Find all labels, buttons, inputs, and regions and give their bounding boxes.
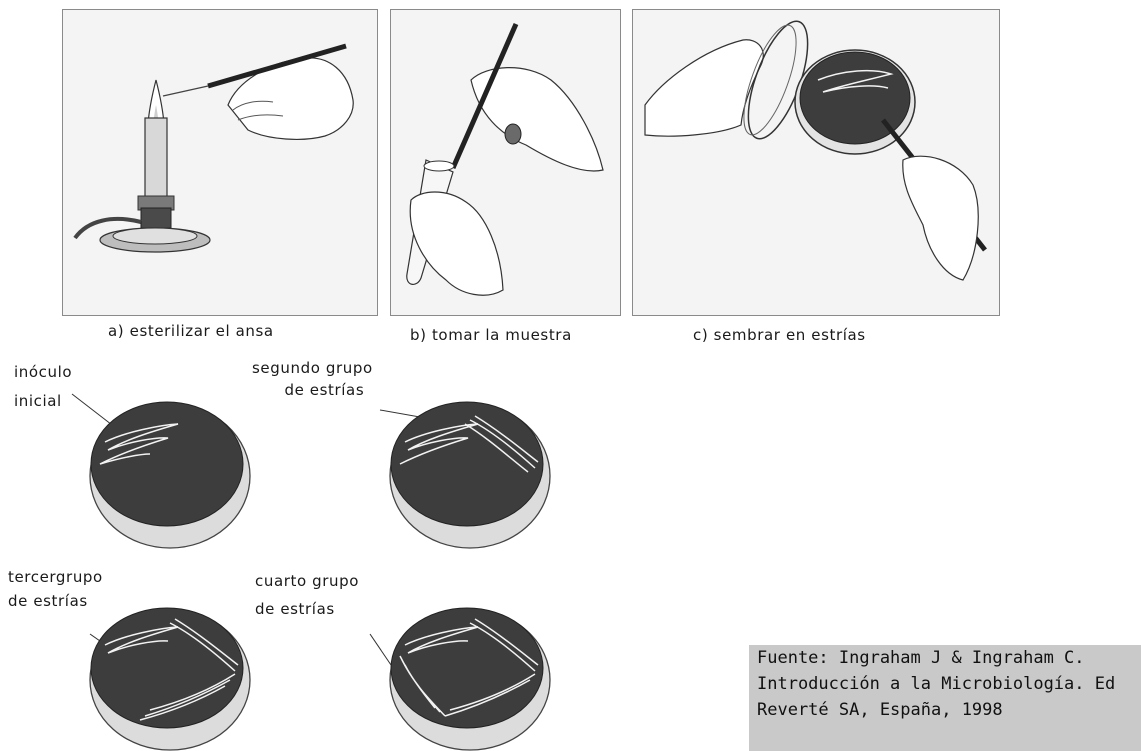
label-second-streak-group: segundo grupo de estrías	[252, 357, 373, 401]
source-line-1: Fuente: Ingraham J & Ingraham C.	[757, 645, 1141, 671]
panel-streak-plate	[632, 9, 1000, 316]
caption-sterilize-loop: a) esterilizar el ansa	[108, 322, 274, 340]
source-line-3: Reverté SA, España, 1998	[757, 697, 1141, 723]
source-line-2: Introducción a la Microbiología. Ed	[757, 671, 1141, 697]
plate-third-streak-group	[0, 590, 260, 751]
sample-tube-illustration	[391, 10, 620, 315]
panel-take-sample	[390, 9, 621, 316]
bunsen-burner-illustration	[63, 10, 377, 315]
caption-take-sample: b) tomar la muestra	[410, 326, 572, 344]
caption-streak-plate: c) sembrar en estrías	[693, 326, 866, 344]
panel-sterilize-loop	[62, 9, 378, 316]
plate-second-streak-group	[370, 380, 600, 550]
streak-plate-illustration	[633, 10, 999, 315]
label-fourth-streak-group: cuarto grupo de estrías	[255, 570, 359, 620]
plate-initial-inoculum	[0, 380, 260, 550]
source-citation: Fuente: Ingraham J & Ingraham C. Introdu…	[749, 645, 1141, 751]
plate-fourth-streak-group	[360, 590, 600, 751]
